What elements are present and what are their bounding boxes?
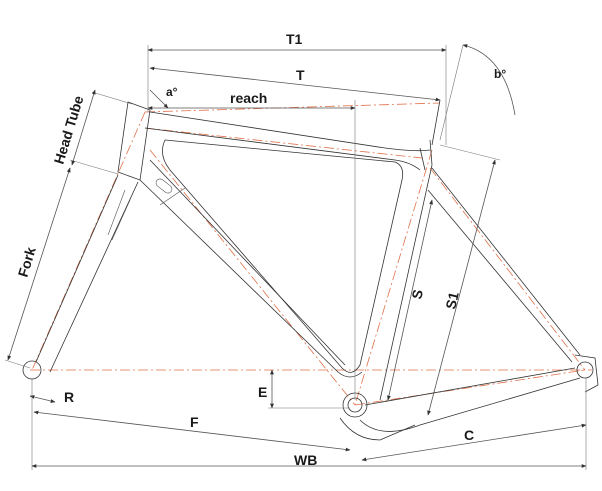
fork-dimension [7, 167, 71, 361]
f-dimension [33, 410, 351, 452]
seat-tube-outline [379, 139, 433, 401]
c-dimension [361, 423, 587, 462]
label-t: T [296, 67, 305, 83]
frame-outline [22, 99, 599, 441]
a-angle-arc [149, 89, 169, 109]
main-triangle-inner [162, 139, 404, 373]
chain-stay-centerline [354, 369, 586, 406]
label-t1: T1 [286, 31, 303, 47]
s1-dimension [427, 159, 496, 416]
down-tube-centerline [149, 149, 356, 406]
down-tube-upper [139, 179, 363, 378]
dimension-labels: T1 T a° b° reach Head Tube Fork S S1 E R… [15, 31, 507, 468]
label-head-tube: Head Tube [51, 94, 87, 166]
cable-port [155, 178, 173, 194]
bb-lower-curve [339, 417, 416, 441]
label-s1: S1 [442, 290, 461, 310]
head-tube-outline [117, 101, 151, 181]
centerlines [30, 102, 592, 406]
top-tube-lower [144, 127, 421, 171]
head-tube-centerline [31, 111, 146, 371]
seat-post-top [431, 99, 441, 146]
label-s: S [408, 288, 426, 301]
label-c: C [464, 427, 474, 443]
rear-dropout-circle [576, 361, 594, 379]
seat-tube-centerline [354, 149, 433, 406]
rear-dropout-outline [574, 354, 599, 393]
head-tube-dimension [71, 89, 96, 166]
label-e: E [258, 384, 267, 400]
fork-outline [35, 174, 139, 373]
top-tube-frame-centerline [144, 127, 423, 159]
s-dimension [387, 199, 433, 401]
top-tube-centerline [144, 102, 441, 113]
r-dimension [29, 395, 56, 403]
b-angle-arc [462, 44, 516, 116]
label-reach: reach [230, 90, 267, 106]
label-fork: Fork [15, 245, 39, 279]
label-b-angle: b° [494, 67, 506, 81]
label-r: R [64, 389, 74, 405]
top-tube-upper [149, 111, 431, 152]
fork-brake-detail [107, 189, 131, 241]
label-f: F [190, 414, 199, 430]
dimension-lines [4, 44, 587, 470]
seat-stay-centerline [429, 167, 586, 371]
cable-port-line [159, 187, 186, 206]
t-dimension [149, 66, 441, 102]
down-tube-lower [149, 159, 346, 366]
label-a-angle: a° [166, 85, 178, 99]
label-wb: WB [294, 452, 317, 468]
